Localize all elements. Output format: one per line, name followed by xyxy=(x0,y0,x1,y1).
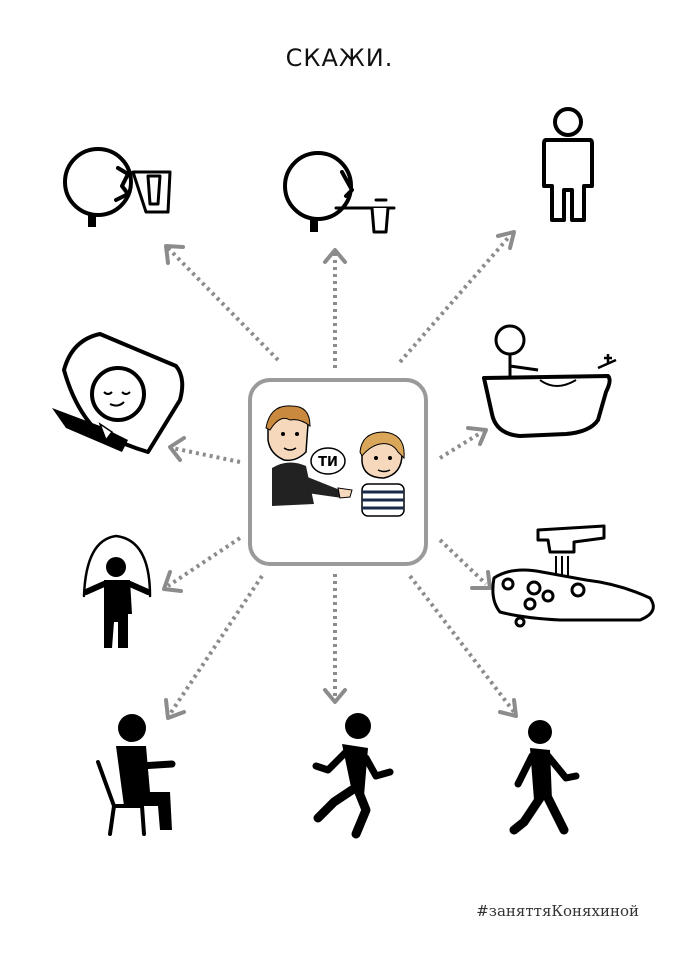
drink-icon xyxy=(63,147,172,227)
arrow-brush-teeth xyxy=(323,248,347,368)
arrow-wash-hands xyxy=(438,538,492,590)
arrow-run xyxy=(323,574,347,704)
sleep-icon xyxy=(52,332,185,454)
speech-bubble: ТИ xyxy=(310,447,346,475)
arrow-sleep xyxy=(168,436,241,464)
jump-rope-icon xyxy=(82,534,152,648)
sit-icon xyxy=(96,714,176,836)
arrow-sit xyxy=(164,574,264,720)
hashtag-caption: #заняттяКоняхиной xyxy=(476,902,639,920)
bath-icon xyxy=(482,324,617,438)
run-icon xyxy=(312,713,394,839)
arrow-toilet xyxy=(398,230,516,364)
speech-bubble-text: ТИ xyxy=(318,455,338,470)
walk-icon xyxy=(509,720,580,835)
center-picture-you: ТИ xyxy=(248,378,428,566)
arrow-walk xyxy=(408,574,518,718)
boy-pointing-illustration xyxy=(265,405,353,506)
wash-hands-icon xyxy=(491,524,655,628)
page-title: СКАЖИ. xyxy=(285,44,394,72)
brush-teeth-icon xyxy=(283,151,396,234)
toilet-icon xyxy=(542,107,594,222)
arrow-bath xyxy=(438,426,488,460)
arrow-jump-rope xyxy=(162,536,242,593)
arrow-drink xyxy=(164,244,280,362)
boy-listening-illustration xyxy=(359,431,405,517)
